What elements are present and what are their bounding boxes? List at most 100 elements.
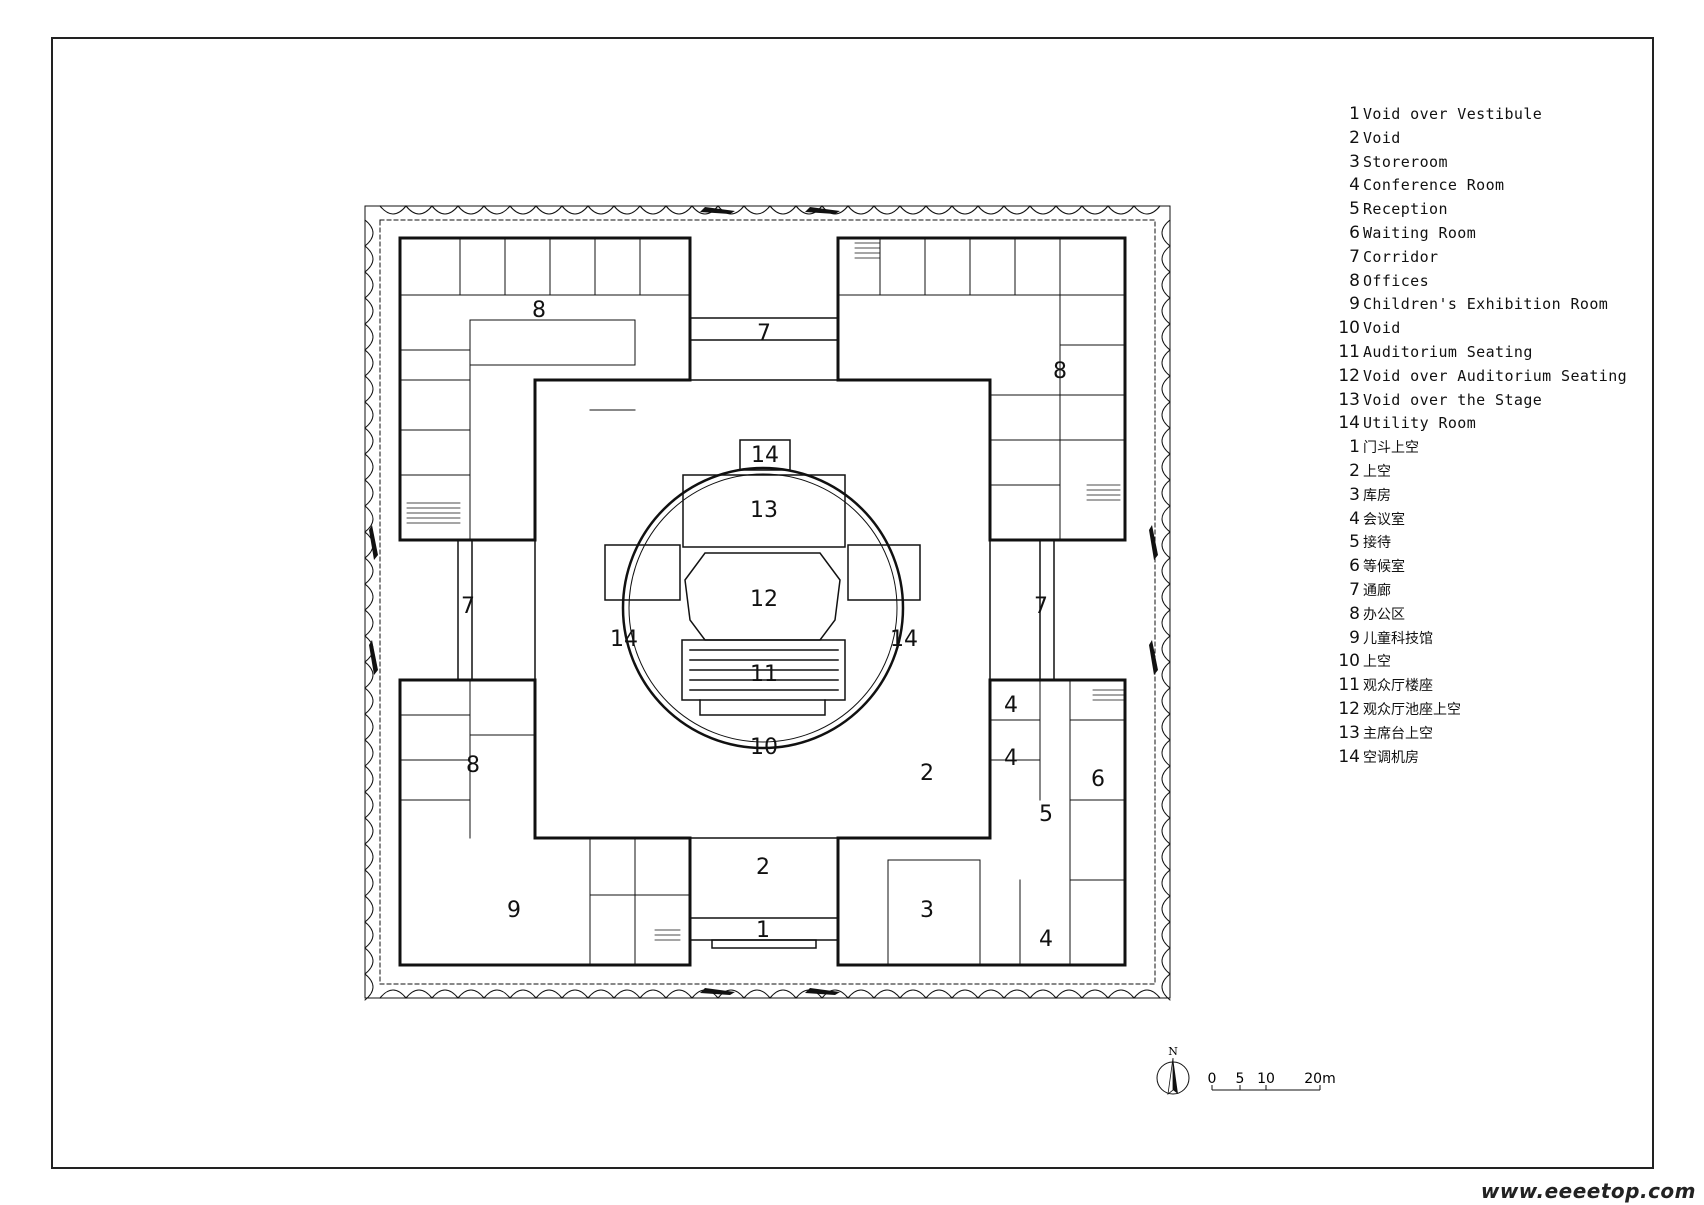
legend-text: 会议室	[1363, 511, 1405, 528]
room-label-4-upper: 4	[1004, 693, 1018, 718]
legend-text: 上空	[1363, 463, 1391, 480]
legend-text: Children's Exhibition Room	[1363, 295, 1609, 314]
legend-text: Void over Vestibule	[1363, 105, 1543, 123]
legend-num: 14	[1338, 413, 1360, 434]
watermark: www.eeeetop.com	[1480, 1179, 1696, 1203]
legend-num: 7	[1349, 246, 1360, 267]
legend-text: Void	[1363, 319, 1401, 338]
legend-text: 门斗上空	[1363, 440, 1419, 457]
drawing-frame	[51, 37, 1654, 1169]
legend-num: 11	[1338, 341, 1360, 362]
partitions	[399, 237, 1126, 966]
legend-num: 6	[1349, 222, 1360, 243]
legend-text: 儿童科技馆	[1363, 630, 1433, 647]
legend-num: 4	[1349, 175, 1360, 196]
canopy-outline	[379, 219, 1156, 985]
legend-num: 12	[1338, 365, 1360, 386]
legend-num: 12	[1338, 698, 1360, 719]
legend-num: 1	[1349, 104, 1360, 124]
legend-text: Offices	[1363, 271, 1430, 290]
room-label-7-east: 7	[1034, 594, 1048, 619]
scale-tick-5: 5	[1236, 1071, 1245, 1087]
legend-text: Conference Room	[1363, 176, 1505, 195]
legend-num: 4	[1349, 508, 1360, 529]
legend-text: 观众厅楼座	[1363, 678, 1433, 695]
room-label-2-courtyard: 2	[920, 761, 934, 786]
legend-num: 7	[1349, 579, 1360, 600]
scale-tick-20m: 20m	[1304, 1071, 1335, 1087]
legend-text: Reception	[1363, 200, 1448, 219]
legend-num: 6	[1349, 556, 1360, 577]
legend-text: 空调机房	[1363, 749, 1419, 766]
legend-num: 11	[1338, 675, 1360, 696]
legend-text: 接待	[1363, 535, 1391, 552]
facade-zigzag	[364, 205, 1171, 1001]
legend-text: 观众厅池座上空	[1363, 701, 1461, 718]
legend-text: Corridor	[1363, 247, 1439, 266]
legend-text: Waiting Room	[1363, 223, 1477, 242]
legend-text: Utility Room	[1363, 414, 1477, 433]
room-label-8-ne: 8	[1053, 359, 1067, 384]
legend-text: Void	[1363, 128, 1401, 147]
scale-bar	[1211, 1085, 1321, 1091]
auditorium-drum	[621, 466, 905, 750]
room-label-4-lower: 4	[1039, 927, 1053, 952]
stairs	[406, 242, 1126, 941]
legend-num: 1	[1349, 437, 1360, 458]
room-label-8-nw: 8	[532, 298, 546, 323]
legend-num: 5	[1349, 199, 1360, 220]
room-label-14-west: 14	[610, 627, 638, 652]
entrance-canopies	[369, 207, 1158, 995]
room-label-12: 12	[750, 587, 778, 612]
legend-text: 上空	[1363, 654, 1391, 671]
facade-zigzag-path	[364, 205, 1171, 1001]
courtyard	[534, 379, 991, 839]
legend-num: 9	[1349, 294, 1360, 315]
room-label-14-east: 14	[890, 627, 918, 652]
room-label-10: 10	[750, 735, 778, 760]
room-label-5: 5	[1039, 802, 1053, 827]
room-label-1: 1	[756, 918, 770, 943]
legend-num: 2	[1349, 460, 1360, 481]
corridors	[457, 317, 1055, 949]
legend-text: Storeroom	[1363, 152, 1448, 171]
room-label-13: 13	[750, 498, 778, 523]
site-outline	[364, 205, 1171, 999]
legend-num: 8	[1349, 603, 1360, 624]
room-label-9: 9	[507, 898, 521, 923]
room-label-6: 6	[1091, 767, 1105, 792]
room-label-2-south: 2	[756, 855, 770, 880]
room-label-11: 11	[750, 662, 778, 687]
legend-text: 通廊	[1363, 582, 1391, 599]
room-label-8-sw: 8	[466, 753, 480, 778]
scale-tick-0: 0	[1208, 1071, 1217, 1087]
north-arrow-icon: N	[1156, 1045, 1190, 1095]
legend-num: 9	[1349, 627, 1360, 648]
legend-num: 13	[1338, 722, 1360, 743]
legend-num: 3	[1349, 151, 1360, 172]
room-label-3: 3	[920, 898, 934, 923]
